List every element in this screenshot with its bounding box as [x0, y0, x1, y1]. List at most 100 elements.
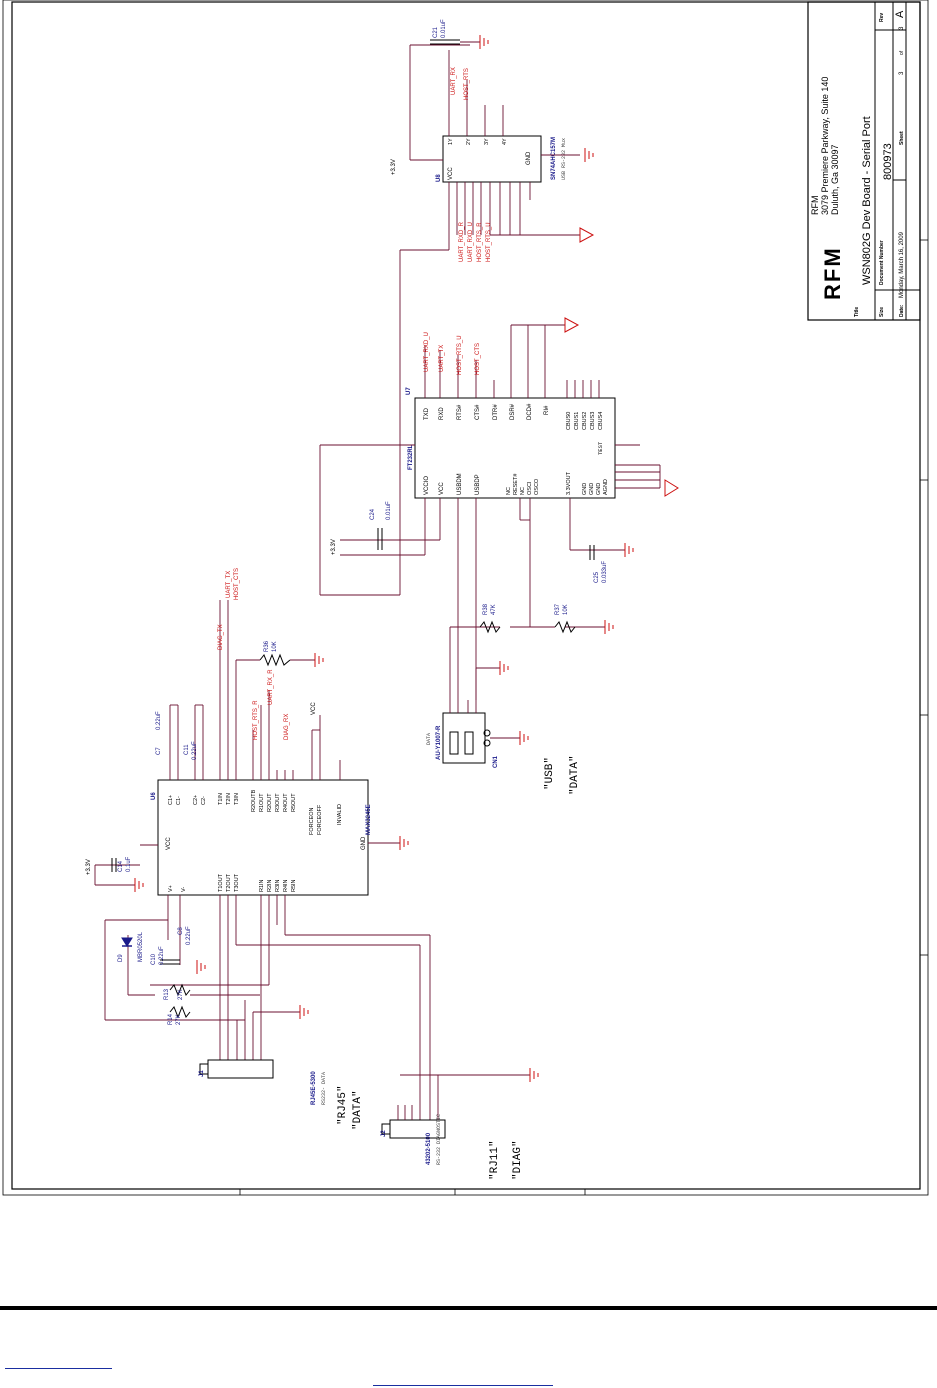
net-vcc: VCC — [311, 702, 317, 715]
u7-pin-ri: RI# — [544, 405, 550, 415]
u6-pin-t1in: T1IN — [218, 793, 224, 805]
u6-pin-c1p: C1+ — [168, 795, 174, 805]
footer-link-underline-2 — [373, 1385, 553, 1386]
u6-pin-c2p: C2+ — [193, 795, 199, 805]
j1-rj45-connector: J1 RJ45E-5300 RS232- DATA — [199, 1059, 327, 1105]
c7-ref: C7 — [156, 747, 162, 755]
u8-gnd: GND — [526, 151, 532, 165]
c7-capacitor: C7 0.22uF — [156, 711, 162, 755]
sheet-total: 3 — [899, 26, 905, 30]
r36-ref: R36 — [264, 640, 270, 652]
cn1-part: AU-Y1007-R — [436, 725, 442, 760]
of-label: of — [899, 50, 905, 55]
annot-rj45-data: "DATA" — [352, 1090, 364, 1130]
u7-pin-dcd: DCD# — [527, 403, 533, 420]
net-uart-rx-r: UART_RX_R — [268, 669, 274, 705]
u6-max3245e: U6 MAX3245E VCC GND C1+ C1- C2+ C2- T1IN… — [86, 568, 539, 1120]
net-host-rts-u-a: HOST_RTS_U — [486, 222, 492, 262]
date-label: Date: — [899, 304, 905, 317]
u7-pin-3v3out: 3.3VOUT — [566, 471, 572, 495]
rev-value: A — [894, 10, 906, 18]
u7-pin-txd: TXD — [424, 407, 430, 420]
r36-value: 10K — [272, 641, 278, 652]
net-uart-tx-b: UART_TX — [226, 571, 232, 598]
j2-ref: J2 — [381, 1130, 387, 1137]
c11-value: 0.22uF — [192, 741, 198, 760]
u7-pin-osci: OSCI — [527, 481, 533, 495]
c11-capacitor: C11 0.22uF — [184, 741, 198, 760]
u7-ref: U7 — [406, 387, 412, 395]
zone-ticks — [239, 239, 928, 1195]
c25-capacitor: C25 0.033uF — [589, 543, 634, 583]
u6-pin-r1out: R1OUT — [259, 793, 265, 812]
r38-value: 47K — [491, 604, 497, 615]
c21-capacitor: C21 0.01uF — [430, 19, 489, 49]
u7-pin-reset: RESET# — [513, 473, 519, 495]
size-label: Size — [879, 307, 885, 317]
company-name: RFM — [810, 196, 820, 216]
net-host-cts-b: HOST_CTS — [234, 568, 240, 600]
u7-pin-test: TEST — [597, 441, 604, 455]
u7-pin-gnd1: GND — [582, 483, 588, 495]
u6-pin-r4in: R4IN — [283, 879, 289, 892]
u7-pin-cts: CTS# — [475, 404, 481, 420]
c11-ref: C11 — [184, 744, 190, 755]
docnum-label: Document Number — [879, 240, 885, 285]
sheet-border — [11, 1, 921, 1190]
u6-pin-forceon: FORCEON — [309, 807, 315, 835]
c14-capacitor: C14 0.1uF — [111, 856, 132, 872]
u6-pin-t3in: T3IN — [234, 793, 240, 805]
annot-rj45: "RJ45" — [337, 1085, 349, 1125]
u6-gnd: GND — [361, 836, 367, 850]
c14-value: 0.1uF — [126, 856, 132, 872]
u8-ref: U8 — [436, 174, 442, 182]
u6-pin-t3out: T3OUT — [234, 873, 240, 892]
u6-ref: U6 — [151, 792, 157, 800]
sheet-title: WSN802G Dev Board - Serial Port — [861, 116, 873, 285]
r14-ref: R14 — [168, 1013, 174, 1025]
u6-pin-r2out: R2OUT — [267, 793, 273, 812]
c7-value: 0.22uF — [156, 711, 162, 730]
rfm-logo: RFM — [820, 246, 845, 300]
j1-note: RS232- DATA — [321, 1072, 327, 1105]
u6-part: MAX3245E — [366, 804, 372, 835]
annot-usb: "USB" — [544, 757, 556, 790]
net-uart-tx-a: UART_TX — [439, 345, 445, 372]
rev-label: Rev — [879, 13, 885, 22]
net-host-rts-r-b: HOST_RTS_R — [253, 700, 259, 740]
u7-pin-gnd2: GND — [589, 483, 595, 495]
u7-ft232rl: U7 FT232RL TXD RXD RTS# CTS# DTR# DSR# D… — [319, 317, 679, 700]
r38-ref: R38 — [483, 603, 489, 615]
c24-value: 0.01uF — [386, 501, 392, 520]
u8-gnd-arrow — [579, 227, 595, 243]
cn1-ref: CN1 — [493, 755, 499, 768]
u7-pin-usbdm: USBDM — [457, 473, 463, 495]
u8-pin-2y: 2Y — [466, 138, 472, 145]
sheet-border-outer — [2, 0, 929, 1196]
cn1-note: DATA — [426, 733, 432, 745]
c25-value: 0.033uF — [602, 561, 608, 583]
docnum-value: 800973 — [882, 143, 894, 180]
u6-pin-r3out: R3OUT — [275, 793, 281, 812]
title-block: RFM RFM 3079 Premiere Parkway, Suite 140… — [807, 1, 921, 321]
u7-gnd-arrow-bottom — [664, 479, 679, 497]
c8-ref: C8 — [178, 927, 184, 935]
net-uart-rxd-u-b: UART_RXD_U — [424, 332, 430, 372]
annot-rj11-diag: "DIAG" — [512, 1140, 524, 1180]
u6-pin-forceoff: FORCEOFF — [317, 804, 323, 835]
c24-ref: C24 — [370, 508, 376, 520]
u7-pin-agnd: AGND — [603, 479, 609, 495]
title-label: Title — [854, 307, 860, 317]
u7-pin-cbus4: CBUS4 — [598, 412, 604, 430]
u7-pin-gnd3: GND — [596, 483, 602, 495]
net-host-rts: HOST_RTS — [464, 68, 470, 100]
u6-pin-c2m: C2- — [201, 796, 207, 805]
u6-pin-r1in: R1IN — [259, 879, 265, 892]
u8-mux: U8 SN74AHC157M USB RS-232 Mux VCC GND 1Y… — [391, 44, 595, 440]
u7-pin-vcc: VCC — [439, 482, 445, 495]
u8-pin-3y: 3Y — [484, 138, 490, 145]
u6-vcc: VCC — [166, 837, 172, 850]
u6-pin-r2outb: R2OUTB — [251, 789, 257, 812]
u7-pin-dtr: DTR# — [493, 404, 499, 420]
net-host-rts-u-b: HOST_RTS_U — [457, 335, 463, 375]
